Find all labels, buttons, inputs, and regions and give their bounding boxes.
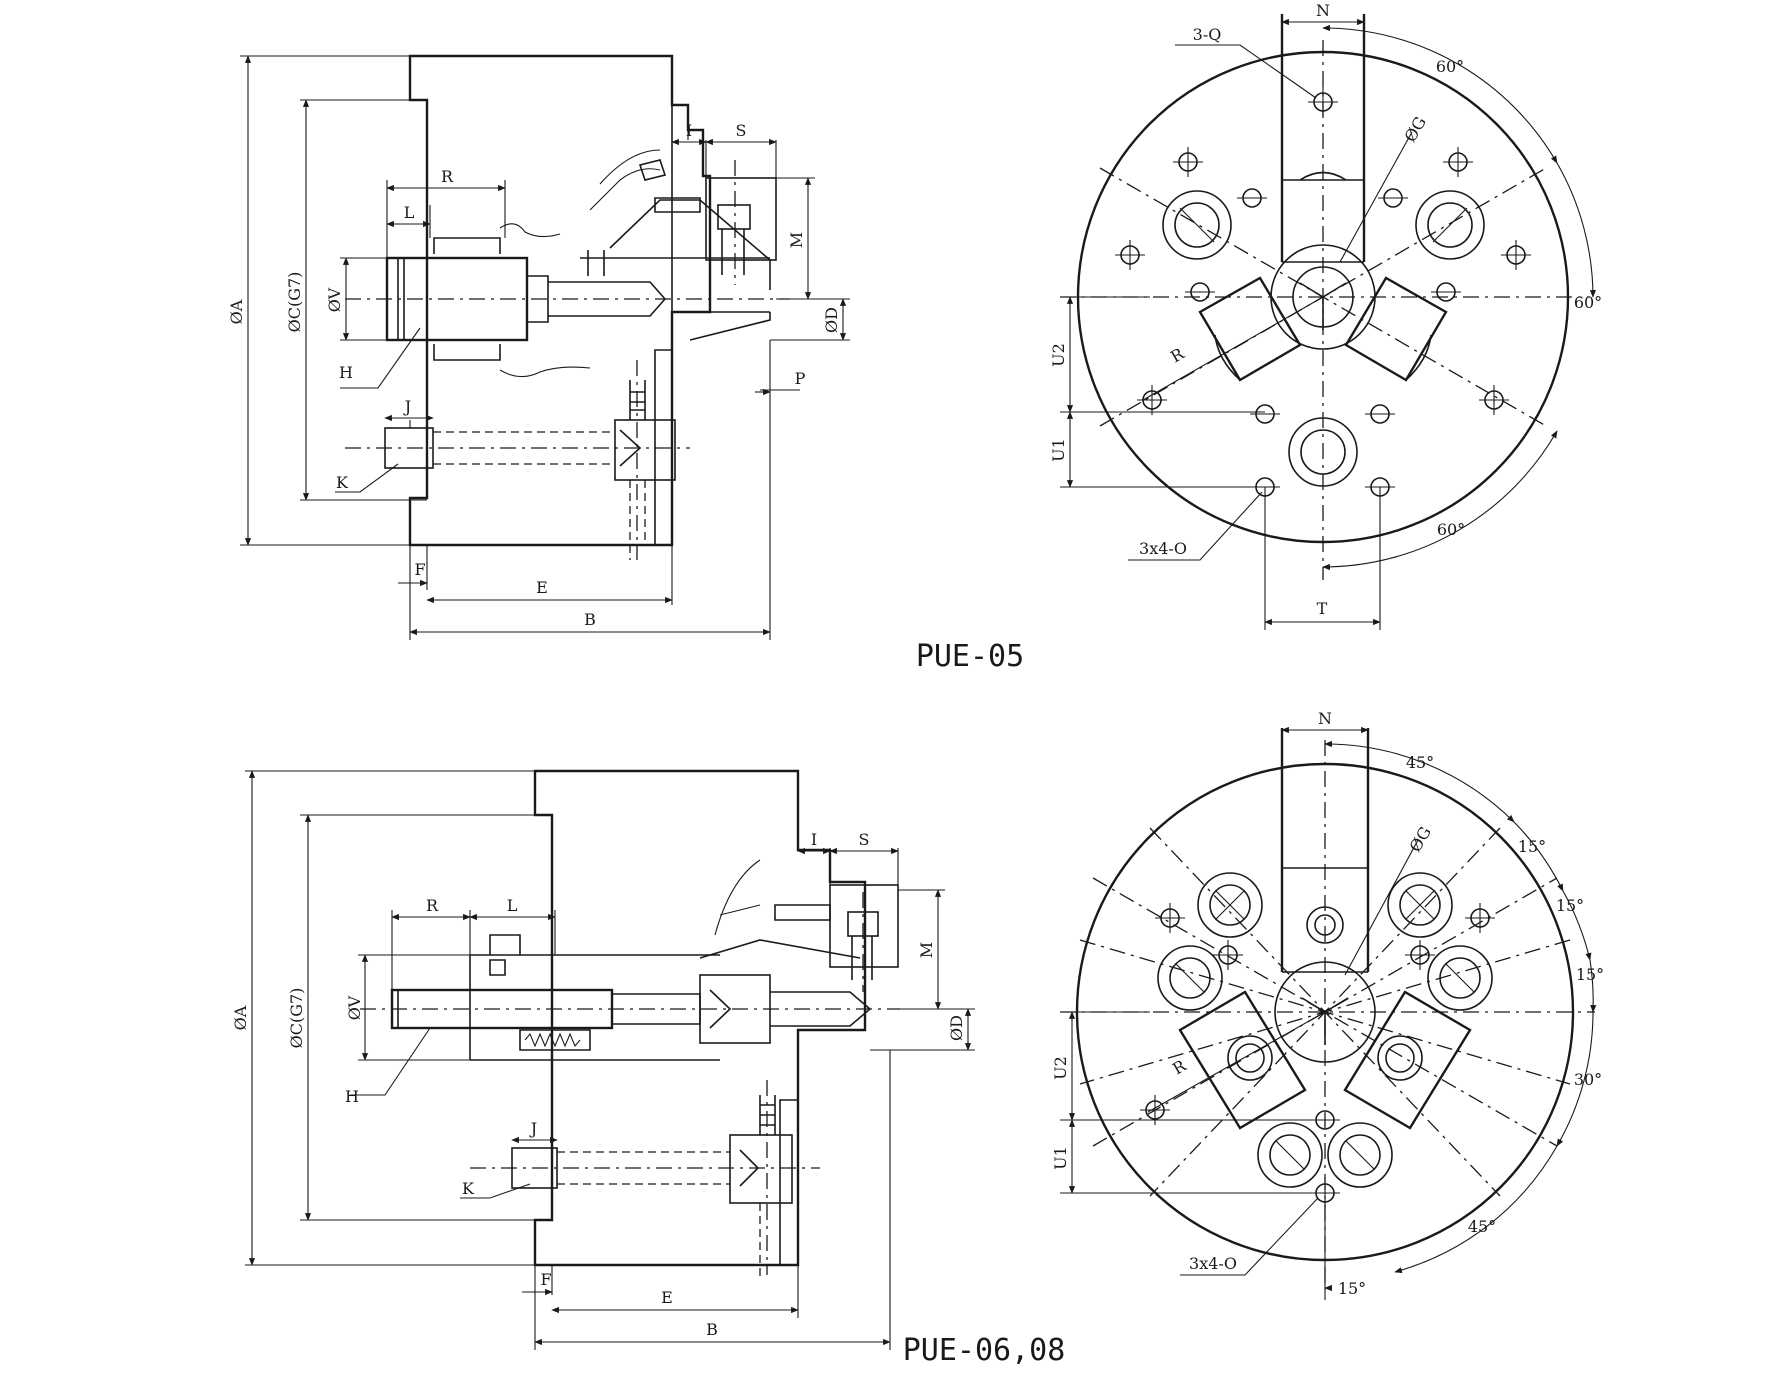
label-M: M	[917, 942, 936, 958]
label-L: L	[404, 203, 415, 222]
label-F: F	[414, 560, 425, 579]
bottom-side-labels: ØA ØC(G7) ØV R L I S M ØD H J K F E B	[231, 830, 966, 1339]
label-R: R	[1167, 344, 1188, 367]
angle-15-b: 15°	[1556, 896, 1584, 915]
label-G: ØG	[1406, 823, 1435, 855]
label-R: R	[441, 167, 454, 186]
label-D: ØD	[822, 307, 841, 333]
angle-45-bottom: 45°	[1468, 1217, 1496, 1236]
label-R: R	[426, 896, 439, 915]
angle-bottom: 60°	[1437, 520, 1465, 539]
label-O: 3x4-O	[1139, 539, 1187, 558]
label-A: ØA	[227, 299, 246, 324]
boss-left	[1162, 190, 1232, 260]
small-holes-b	[1145, 908, 1490, 1203]
label-K: K	[462, 1179, 475, 1198]
label-D: ØD	[947, 1015, 966, 1041]
label-U1: U1	[1049, 438, 1068, 462]
label-R: R	[1169, 1056, 1190, 1079]
label-L: L	[507, 896, 518, 915]
boss-right	[1415, 190, 1485, 260]
label-I: I	[686, 121, 692, 140]
label-C: ØC(G7)	[287, 988, 306, 1049]
label-J: J	[529, 1119, 537, 1138]
angle-15-d: 15°	[1338, 1279, 1366, 1298]
label-V: ØV	[345, 995, 364, 1020]
top-side-view	[240, 54, 850, 640]
angle-45-top: 45°	[1406, 753, 1434, 772]
angle-right: 60°	[1574, 293, 1602, 312]
label-E: E	[536, 578, 548, 597]
label-O: 3x4-O	[1189, 1254, 1237, 1273]
label-U2: U2	[1049, 343, 1068, 367]
top-side-labels: ØA ØC(G7) ØV R L I S M ØD P H J K F E B	[227, 121, 841, 629]
label-N: N	[1316, 1, 1330, 20]
angle-15-a: 15°	[1518, 837, 1546, 856]
label-U2: U2	[1051, 1056, 1070, 1080]
label-M: M	[787, 232, 806, 248]
angle-top: 60°	[1436, 57, 1464, 76]
label-S: S	[859, 830, 870, 849]
angle-30: 30°	[1574, 1070, 1602, 1089]
label-T: T	[1317, 599, 1328, 618]
title-top: PUE-05	[916, 639, 1024, 674]
label-Q: 3-Q	[1193, 25, 1222, 44]
label-J: J	[403, 397, 411, 416]
label-B: B	[706, 1320, 718, 1339]
label-I: I	[811, 830, 817, 849]
label-S: S	[736, 121, 747, 140]
bottom-front-labels: N ØG R U2 U1 3x4-O 45° 15° 15° 15° 30° 4…	[1051, 709, 1604, 1298]
label-E: E	[661, 1288, 673, 1307]
top-front-view	[1060, 14, 1597, 630]
label-P: P	[795, 369, 806, 388]
title-bottom: PUE-06,08	[903, 1333, 1066, 1368]
label-H: H	[345, 1087, 359, 1106]
label-H: H	[339, 363, 353, 382]
label-K: K	[336, 473, 349, 492]
bottom-side-view	[245, 769, 975, 1350]
label-V: ØV	[325, 287, 344, 312]
label-N: N	[1318, 709, 1332, 728]
label-G: ØG	[1401, 113, 1430, 145]
label-C: ØC(G7)	[285, 272, 304, 333]
angle-15-c: 15°	[1576, 965, 1604, 984]
bottom-front-view	[1060, 726, 1597, 1300]
label-B: B	[584, 610, 596, 629]
label-A: ØA	[231, 1005, 250, 1030]
label-F: F	[540, 1270, 551, 1289]
label-U1: U1	[1051, 1146, 1070, 1170]
